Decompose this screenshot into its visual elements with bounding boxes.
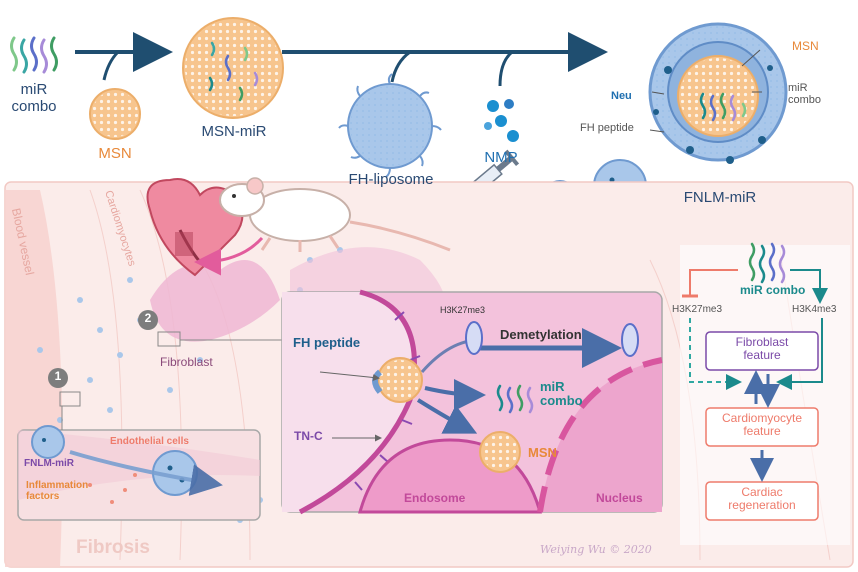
panel2-demetylation: Demetylation <box>500 327 582 342</box>
fh-liposome-icon <box>338 73 442 178</box>
panel1-fnlm-mir: FNLM-miR <box>24 458 74 469</box>
arrow-nmp-branch <box>498 50 514 87</box>
msn-mir-particle-icon <box>182 17 284 119</box>
pathway-cardiac-regeneration: Cardiac regeneration <box>728 485 796 513</box>
panel2-endosome: Endosome <box>404 491 466 505</box>
pathway-h3k27me3: H3K27me3 <box>672 304 723 315</box>
panel2-tnc: TN-C <box>294 429 323 443</box>
label-inset-mir-combo: miR combo <box>788 82 822 107</box>
msn-particle-icon <box>89 88 141 140</box>
badge-2-icon <box>138 310 181 347</box>
pathway-diagram <box>680 242 850 545</box>
label-fnlm-mir: FNLM-miR <box>683 189 757 206</box>
badge-1-icon <box>48 368 81 407</box>
label-fibroblast: Fibroblast <box>160 355 213 369</box>
signature: Weiying Wu © 2020 <box>540 543 652 556</box>
panel2-fh-peptide: FH peptide <box>293 335 361 350</box>
fibroblast-cell <box>150 260 280 342</box>
badge-1-label: 1 <box>54 369 62 383</box>
label-inset-fh-peptide: FH peptide <box>580 122 634 134</box>
pathway-cardiomyocyte-feature: Cardiomyocyte feature <box>721 411 803 439</box>
pathway-h3k4me3: H3K4me3 <box>792 304 837 315</box>
panel2-h3k27me3: H3K27me3 <box>440 305 486 315</box>
label-msn-mir: MSN-miR <box>201 123 267 140</box>
label-mir-combo: miR combo <box>11 81 57 115</box>
panel1-inflammation: Inflammation factors <box>26 480 89 502</box>
pathway-fibroblast-feature: Fibroblast feature <box>735 335 789 363</box>
label-nmp: NMP <box>484 149 518 166</box>
label-msn: MSN <box>98 145 132 162</box>
panel1-endothelial: Endothelial cells <box>110 436 189 447</box>
arrow-liposome-branch <box>390 50 411 83</box>
label-fibrosis: Fibrosis <box>76 537 150 558</box>
fnlm-mir-particle-icon <box>648 22 788 164</box>
heart-arrow <box>194 236 264 276</box>
panel-1 <box>17 425 261 521</box>
mir-combo-strands-icon <box>10 36 58 74</box>
label-inset-neu: Neu <box>611 90 632 102</box>
label-fh-liposome: FH-liposome <box>348 171 434 188</box>
panel2-mir-combo: miR combo <box>540 379 583 409</box>
label-inset-msn: MSN <box>792 39 819 53</box>
badge-2-label: 2 <box>144 311 152 325</box>
panel2-msn: MSN <box>528 445 557 460</box>
nmp-particles-icon <box>484 99 519 142</box>
panel-2 <box>281 289 663 515</box>
panel2-nucleus: Nucleus <box>596 491 643 505</box>
arrow-msn-branch <box>102 50 120 81</box>
mouse-icon <box>219 177 451 252</box>
pathway-mir-combo: miR combo <box>740 283 806 297</box>
